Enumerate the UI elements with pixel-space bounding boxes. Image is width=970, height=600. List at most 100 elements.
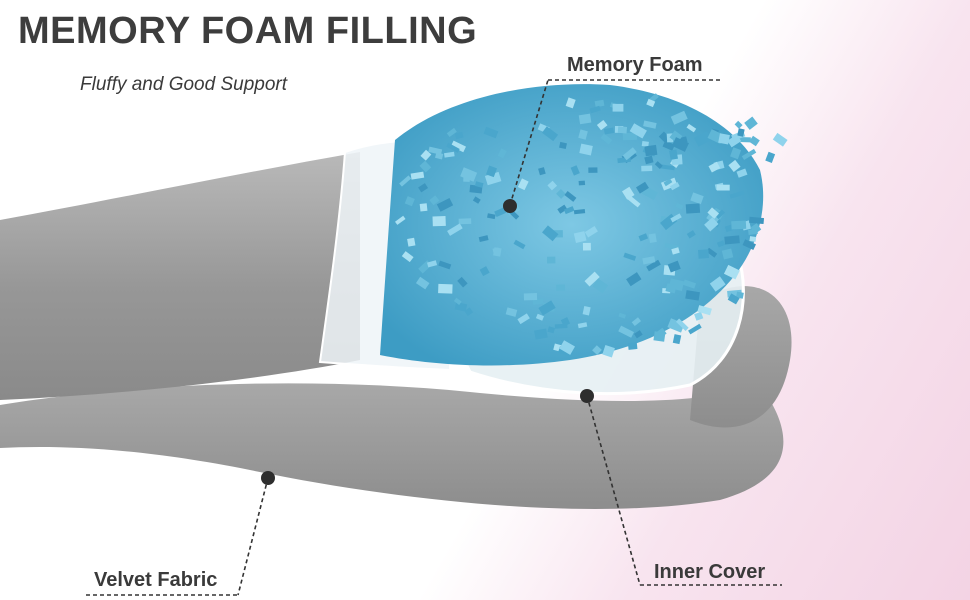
- foam-piece: [517, 313, 530, 325]
- foam-piece: [646, 259, 661, 272]
- foam-piece: [505, 307, 518, 317]
- foam-piece: [454, 301, 468, 312]
- foam-piece: [538, 167, 546, 176]
- foam-piece: [592, 345, 602, 355]
- foam-piece: [738, 137, 751, 143]
- foam-piece: [709, 276, 726, 292]
- velvet-pillow-upper: [0, 152, 360, 400]
- foam-piece: [492, 247, 500, 254]
- foam-piece: [675, 202, 684, 210]
- foam-piece: [577, 322, 588, 329]
- foam-piece: [472, 196, 481, 204]
- foam-piece: [698, 249, 709, 259]
- foam-piece: [457, 276, 468, 288]
- foam-piece: [629, 123, 647, 139]
- foam-piece: [749, 236, 757, 242]
- foam-piece: [742, 239, 756, 251]
- foam-piece: [638, 233, 649, 242]
- foam-piece: [671, 137, 689, 152]
- foam-piece: [641, 140, 649, 147]
- foam-piece: [573, 231, 587, 243]
- foam-piece: [694, 131, 712, 147]
- velvet-leader-line: [237, 477, 269, 596]
- foam-piece: [578, 113, 592, 125]
- foam-piece: [654, 161, 663, 169]
- foam-piece: [749, 216, 765, 225]
- foam-piece: [670, 110, 688, 125]
- foam-piece: [547, 326, 556, 334]
- foam-piece: [454, 131, 464, 140]
- foam-piece: [428, 146, 443, 155]
- foam-piece: [737, 128, 745, 137]
- foam-piece: [724, 235, 740, 245]
- foam-piece: [748, 228, 758, 235]
- foam-piece: [685, 203, 701, 214]
- foam-piece: [690, 192, 704, 205]
- foam-piece: [626, 194, 641, 208]
- foam-piece: [541, 126, 559, 142]
- foam-piece: [556, 284, 566, 291]
- foam-piece: [669, 149, 678, 160]
- foam-piece: [420, 149, 432, 161]
- foam-piece: [623, 252, 637, 261]
- foam-piece: [589, 105, 601, 114]
- foam-piece: [557, 204, 568, 214]
- foam-piece: [584, 226, 598, 238]
- foam-piece: [731, 220, 747, 230]
- memory-foam-label: Memory Foam: [567, 54, 703, 76]
- foam-piece: [675, 318, 689, 331]
- foam-piece: [708, 161, 721, 173]
- inner-cover-label: Inner Cover: [654, 561, 766, 583]
- foam-piece: [535, 313, 545, 321]
- foam-marker-dot: [503, 199, 517, 213]
- foam-piece: [667, 318, 685, 333]
- foam-piece: [582, 242, 591, 251]
- foam-piece: [438, 283, 453, 294]
- foam-piece: [744, 116, 758, 130]
- foam-piece: [729, 190, 745, 199]
- foam-piece: [564, 191, 577, 202]
- foam-piece: [453, 297, 462, 306]
- foam-piece: [579, 143, 593, 156]
- foam-piece: [727, 134, 742, 148]
- foam-piece: [547, 256, 556, 264]
- foam-piece: [570, 165, 580, 176]
- foam-piece: [435, 152, 444, 160]
- foam-piece: [584, 271, 600, 287]
- foam-piece: [649, 93, 659, 103]
- foam-leader-line: [509, 79, 549, 206]
- foam-piece: [663, 178, 673, 187]
- foam-piece: [487, 213, 496, 220]
- foam-piece: [419, 160, 432, 173]
- foam-piece: [436, 197, 454, 212]
- foam-piece: [736, 168, 748, 178]
- foam-piece: [588, 167, 598, 173]
- foam-piece: [694, 311, 704, 321]
- foam-piece: [517, 178, 529, 191]
- foam-piece: [600, 133, 613, 145]
- foam-piece: [418, 183, 429, 193]
- foam-piece: [716, 240, 726, 248]
- foam-piece: [578, 129, 588, 140]
- foam-piece: [447, 223, 463, 236]
- foam-piece: [464, 307, 474, 316]
- foam-piece: [547, 180, 558, 191]
- foam-piece: [734, 120, 743, 129]
- foam-piece: [728, 159, 741, 173]
- foam-piece: [685, 290, 700, 301]
- velvet-pillow-lower: [0, 383, 784, 509]
- foam-piece: [446, 142, 460, 153]
- foam-piece: [686, 230, 696, 239]
- foam-piece: [399, 175, 412, 187]
- foam-piece: [603, 127, 615, 135]
- foam-piece: [438, 260, 452, 270]
- inner-leader-line: [586, 395, 641, 586]
- foam-piece: [497, 148, 507, 159]
- foam-piece: [672, 334, 682, 345]
- foam-piece: [478, 235, 489, 242]
- foam-piece: [523, 293, 538, 301]
- foam-piece: [670, 213, 682, 223]
- foam-piece: [479, 266, 490, 277]
- foam-piece: [644, 155, 654, 165]
- foam-piece: [721, 248, 734, 260]
